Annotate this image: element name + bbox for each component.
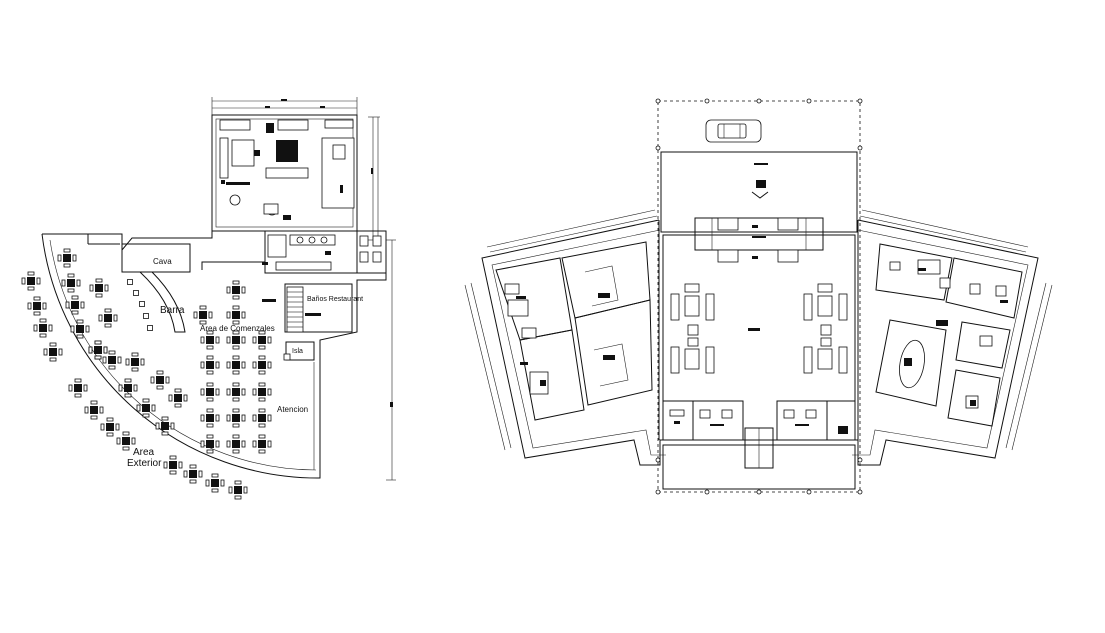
barra-label: Barra xyxy=(160,305,185,316)
banos-room xyxy=(284,283,353,333)
site-boundary xyxy=(655,98,863,495)
kitchen-equipment xyxy=(219,119,355,220)
entry-arrow-icon xyxy=(751,163,769,199)
restaurant-right-dimension xyxy=(368,116,396,481)
car-icon xyxy=(705,119,762,143)
isla-box xyxy=(285,341,315,361)
stair-icon xyxy=(286,286,304,333)
isla-label: Isla xyxy=(292,348,303,355)
exterior-label-line1: Area xyxy=(133,447,155,458)
restaurant-top-dimension xyxy=(211,97,358,115)
office-floor-plan xyxy=(464,98,1053,495)
right-wing-rooms xyxy=(875,243,1023,427)
lobby-seating xyxy=(670,283,848,374)
front-offices xyxy=(662,400,856,490)
banos-label: Baños Restaurant xyxy=(307,296,363,303)
service-core xyxy=(264,230,387,274)
atencion-label: Atencion xyxy=(277,405,308,414)
office-dimensions xyxy=(464,209,1053,451)
restaurant-floor-plan: Baños Restaurant Cava Barra Isla Area de… xyxy=(21,97,396,500)
left-wing-rooms xyxy=(495,241,653,421)
comensales-label: Area de Comenzales xyxy=(200,324,275,333)
bar-counter xyxy=(138,271,186,333)
driveway xyxy=(660,151,858,233)
bar-stools xyxy=(127,279,276,331)
reception-canopy xyxy=(694,217,824,263)
exterior-label-line2: Exterior xyxy=(127,458,162,469)
cava-label: Cava xyxy=(153,257,172,266)
cava-room xyxy=(121,243,191,273)
